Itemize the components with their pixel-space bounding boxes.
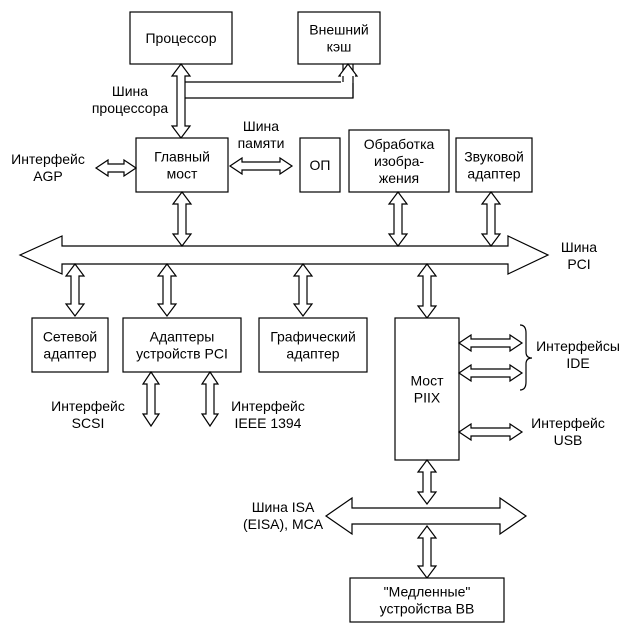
- processor-bus-label-line-1: Шина: [112, 83, 148, 99]
- usb-interface-label-line-2: USB: [554, 432, 583, 448]
- piix-isa-arrow: [416, 459, 438, 505]
- agp-interface-label-line-2: AGP: [33, 168, 63, 184]
- main-bridge-label-line-2: мост: [167, 166, 198, 182]
- sound-adapter-label-line-2: адаптер: [467, 166, 520, 182]
- piix-pci-arrow: [416, 263, 438, 319]
- usb-arrow: [457, 422, 524, 442]
- main-bridge-pci-arrow: [171, 191, 193, 247]
- image-processing-box: [348, 129, 450, 193]
- scsi-arrow: [141, 370, 161, 428]
- network-adapter-label-line-2: адаптер: [43, 346, 96, 362]
- memory-bus-label-line-1: Шина: [243, 118, 279, 134]
- image-processing-pci-arrow: [387, 191, 409, 247]
- main-bridge-box: [135, 137, 229, 193]
- ram-box: [299, 137, 341, 193]
- external-cache-label-line-1: Внешний: [309, 22, 368, 38]
- processor-bus-arrow: [170, 63, 192, 139]
- scsi-interface-label-line-2: SCSI: [72, 415, 105, 431]
- sound-adapter-box: [455, 137, 533, 193]
- ide-arrow-1: [457, 333, 524, 353]
- pci-adapters-box: [122, 317, 242, 373]
- pci-bus-label-line-2: PCI: [567, 256, 590, 272]
- image-processing-label-line-3: жения: [379, 170, 419, 186]
- network-pci-arrow: [64, 263, 86, 317]
- agp-interface-label-line-1: Интерфейс: [11, 151, 85, 167]
- slow-io-box: [349, 577, 505, 623]
- ram-label: ОП: [310, 157, 331, 173]
- graphics-adapter-label-line-2: адаптер: [286, 346, 339, 362]
- pci-bus-label-line-1: Шина: [561, 239, 597, 255]
- main-bridge-label-line-1: Главный: [154, 149, 210, 165]
- isa-bus-label-line-1: Шина ISA: [252, 499, 315, 515]
- cache-link-arrowhead: [337, 63, 359, 77]
- memory-bus-label-line-2: памяти: [238, 135, 285, 151]
- isa-bus-arrow: [324, 496, 528, 536]
- pci-adapters-label-line-1: Адаптеры: [150, 329, 215, 345]
- slow-io-label: "Медленные"устройства ВВ: [380, 584, 475, 617]
- slow-io-label-line-2: устройства ВВ: [380, 601, 475, 617]
- piix-bridge-label-line-1: Мост: [410, 373, 444, 389]
- ide-arrow-2: [457, 363, 524, 383]
- ide-interfaces-label-line-2: IDE: [566, 355, 589, 371]
- agp-arrow: [94, 158, 138, 178]
- processor-label: Процессор: [145, 30, 216, 46]
- processor-bus-label-line-2: процессора: [92, 100, 169, 116]
- processor-box: [129, 11, 233, 65]
- external-cache-label-line-2: кэш: [327, 39, 352, 55]
- scsi-interface-label-line-1: Интерфейс: [51, 398, 125, 414]
- ide-brace: [519, 324, 533, 391]
- slow-io-label-line-1: "Медленные": [384, 584, 471, 600]
- pci-bus-arrow: [18, 235, 550, 275]
- ieee1394-interface-label-line-2: IEEE 1394: [235, 415, 302, 431]
- graphics-pci-arrow: [292, 263, 314, 317]
- piix-bridge-box: [394, 317, 460, 461]
- cache-link-mask: [341, 75, 355, 83]
- isa-bus-label: Шина ISA(EISA), MCA: [243, 499, 324, 532]
- network-adapter-label-line-1: Сетевой: [43, 329, 97, 345]
- network-adapter-box: [31, 317, 109, 373]
- ieee1394-interface-label-line-1: Интерфейс: [231, 398, 305, 414]
- piix-bridge-label-line-2: PIIX: [414, 390, 441, 406]
- usb-interface-label-line-1: Интерфейс: [531, 415, 605, 431]
- cache-link-inner: [185, 64, 354, 99]
- image-processing-label-line-2: изобра-: [374, 153, 424, 169]
- isa-bus-label-line-2: (EISA), MCA: [243, 516, 324, 532]
- image-processing-label-line-1: Обработка: [364, 136, 435, 152]
- external-cache-box: [297, 11, 381, 65]
- processor-label-line-1: Процессор: [145, 30, 216, 46]
- ide-interfaces-label-line-1: Интерфейсы: [536, 338, 620, 354]
- graphics-adapter-label-line-1: Графический: [270, 329, 356, 345]
- ram-label-line-1: ОП: [310, 157, 331, 173]
- pci-adapters-label-line-2: устройств PCI: [136, 346, 228, 362]
- ieee1394-arrow: [200, 370, 220, 428]
- cache-link-outer: [185, 64, 344, 83]
- sound-adapter-label-line-1: Звуковой: [464, 149, 524, 165]
- isa-slow-io-arrow: [416, 525, 438, 579]
- pci-adapters-pci-arrow: [156, 263, 178, 317]
- sound-adapter-pci-arrow: [480, 191, 502, 247]
- memory-bus-arrow: [228, 156, 294, 176]
- graphics-adapter-box: [258, 317, 368, 373]
